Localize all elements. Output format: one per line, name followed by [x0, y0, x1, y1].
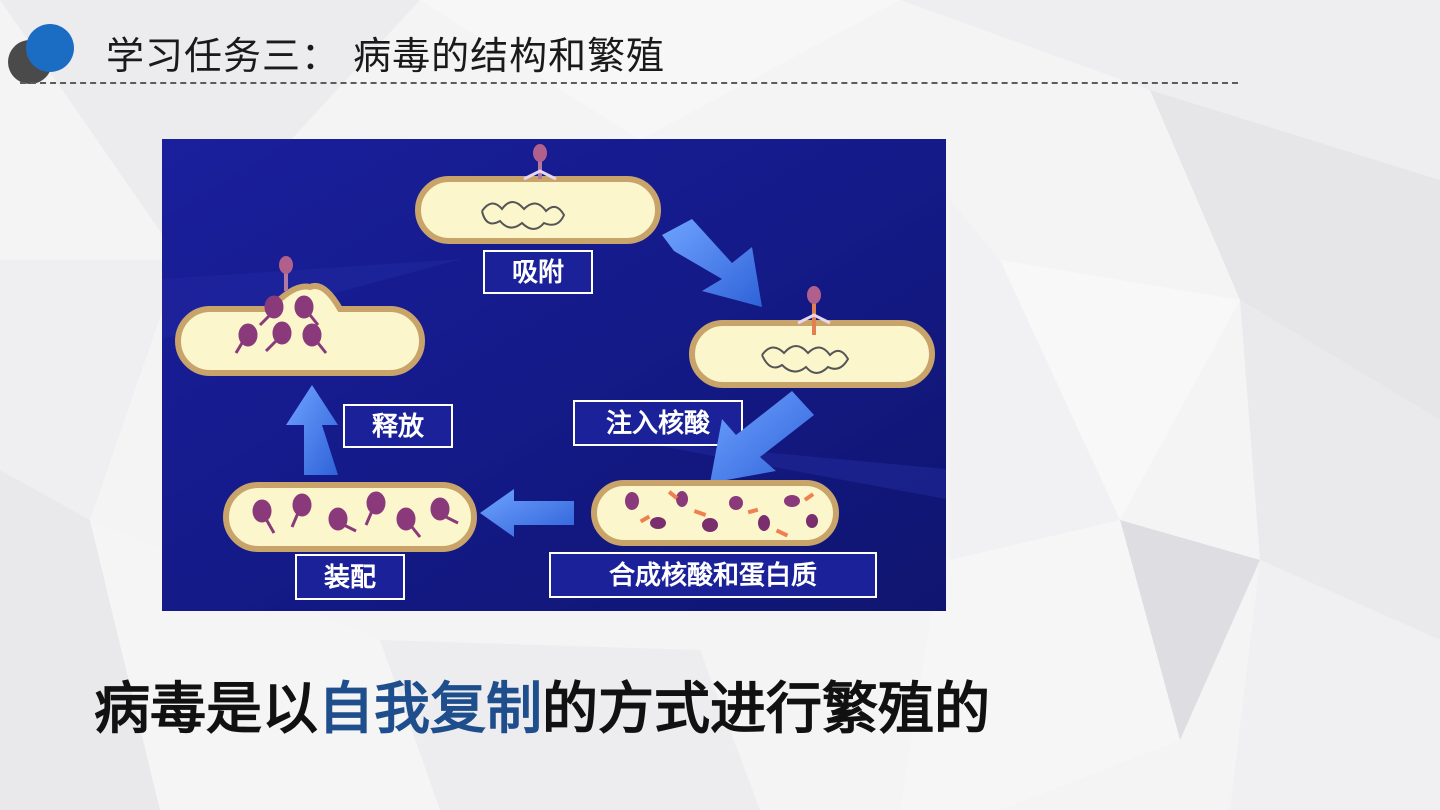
- cell-adsorption: [415, 144, 661, 244]
- step-label-synthesize: 合成核酸和蛋白质: [549, 552, 877, 598]
- slide-title: 学习任务三： 病毒的结构和繁殖: [106, 34, 666, 78]
- caption-suffix: 的方式进行繁殖的: [542, 677, 990, 742]
- arrow-assemble-to-release: [286, 385, 338, 475]
- cell-assembly: [223, 482, 477, 552]
- step-label-release: 释放: [343, 404, 453, 448]
- step-label-assemble: 装配: [295, 554, 405, 600]
- svg-text:装配: 装配: [324, 563, 376, 593]
- header-decoration-dot-blue: [26, 24, 74, 72]
- svg-text:注入核酸: 注入核酸: [606, 408, 711, 439]
- cell-release: [174, 256, 425, 376]
- caption-highlight: 自我复制: [318, 677, 542, 742]
- arrow-inject-to-synthesize: [710, 391, 814, 483]
- svg-text:吸附: 吸附: [512, 258, 564, 288]
- step-label-adsorb: 吸附: [483, 250, 593, 294]
- caption-prefix: 病毒是以: [94, 677, 318, 742]
- arrow-adsorb-to-inject: [662, 219, 762, 307]
- svg-text:合成核酸和蛋白质: 合成核酸和蛋白质: [609, 560, 817, 591]
- header-divider: [20, 82, 1238, 84]
- phage-replication-diagram: 吸附 注入核酸: [162, 139, 946, 611]
- step-label-inject: 注入核酸: [573, 400, 743, 446]
- arrow-synthesize-to-assemble: [480, 489, 574, 537]
- cell-injection: [689, 286, 935, 388]
- slide-caption: 病毒是以自我复制的方式进行繁殖的: [94, 674, 990, 746]
- cell-synthesis: [591, 480, 839, 546]
- svg-text:释放: 释放: [372, 411, 425, 442]
